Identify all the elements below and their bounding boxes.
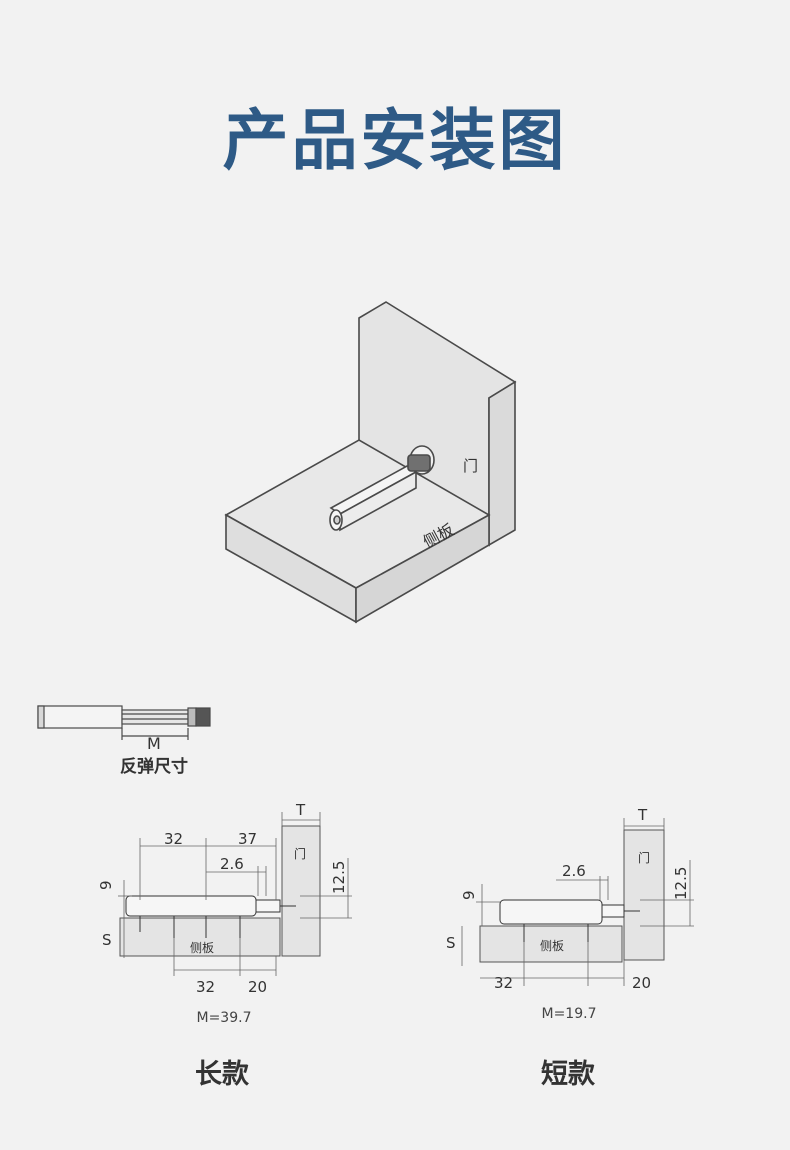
long-dim-20: 20 <box>248 978 267 996</box>
long-side-panel <box>119 917 281 957</box>
iso-door-label: 门 <box>463 457 478 475</box>
long-door-label: 门 <box>294 846 306 861</box>
rebound-body <box>37 705 123 729</box>
long-dim-9: 9 <box>97 880 115 890</box>
long-dim-32-top: 32 <box>164 830 183 848</box>
isometric-view <box>224 301 517 624</box>
short-dim-s: S <box>446 934 456 952</box>
short-side-label: 侧板 <box>540 939 564 953</box>
short-side-panel <box>479 925 623 963</box>
rebound-body-cap <box>37 705 45 729</box>
long-dim-37: 37 <box>238 830 257 848</box>
short-door-panel <box>623 829 665 961</box>
short-dim-t: T <box>637 806 648 824</box>
short-dim-20: 20 <box>632 974 651 992</box>
long-damper-body <box>125 895 257 917</box>
short-door-label: 门 <box>638 850 650 865</box>
page-title: 产品安装图 <box>222 102 568 179</box>
long-variant-name: 长款 <box>195 1059 249 1090</box>
door-panel-edge <box>488 380 516 547</box>
short-dim-9: 9 <box>460 890 478 900</box>
long-dim-t: T <box>295 801 306 819</box>
long-door-panel <box>281 825 321 957</box>
short-variant-name: 短款 <box>541 1059 595 1090</box>
long-dim-s: S <box>102 931 112 949</box>
rebound-caption: 反弹尺寸 <box>120 757 188 777</box>
rebound-tip <box>187 707 197 727</box>
short-dim-125: 12.5 <box>672 867 690 900</box>
long-damper-plunger <box>255 899 281 913</box>
long-m-value: M=39.7 <box>196 1010 252 1026</box>
rebound-icon <box>37 705 211 740</box>
short-damper-body <box>499 899 603 925</box>
damper-end-hole <box>333 515 341 525</box>
rebound-plunger <box>121 709 189 725</box>
short-damper-plunger <box>601 904 625 918</box>
long-dim-125: 12.5 <box>330 861 348 894</box>
short-variant-diagram: 2.6 T 12.5 9 S 门 侧板 32 20 <box>446 806 694 992</box>
long-dim-32-bottom: 32 <box>196 978 215 996</box>
side-panel-right <box>355 513 490 624</box>
long-dim-26: 2.6 <box>220 855 244 873</box>
short-m-value: M=19.7 <box>541 1006 597 1022</box>
long-side-label: 侧板 <box>190 941 214 955</box>
rebound-dim-label: M <box>147 734 161 753</box>
damper-thread <box>407 454 431 472</box>
short-dim-32: 32 <box>494 974 513 992</box>
short-dim-26: 2.6 <box>562 862 586 880</box>
rebound-thread <box>195 707 211 727</box>
long-variant-diagram: 32 37 2.6 T 12.5 9 S 门 侧板 32 20 <box>97 801 352 996</box>
